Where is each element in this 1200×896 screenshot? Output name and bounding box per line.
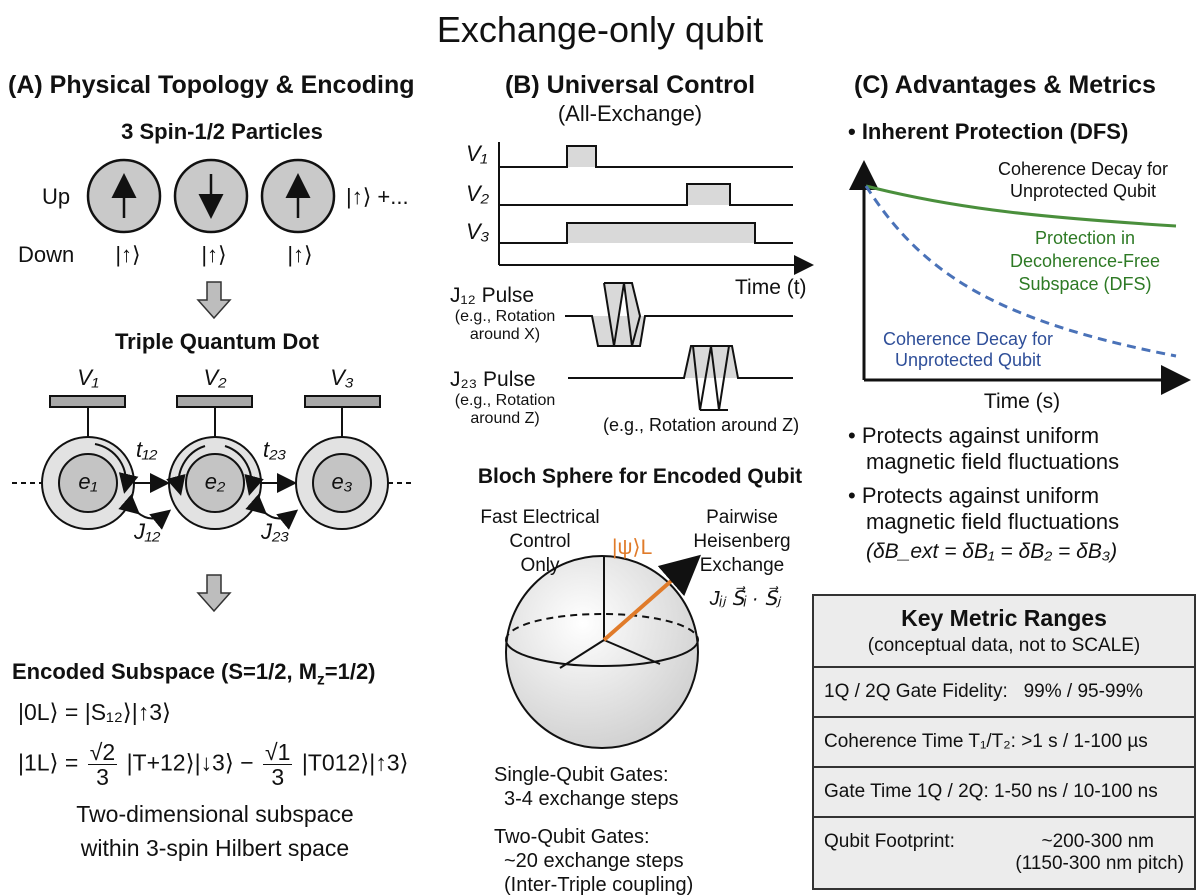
flow-arrow-icon (196, 281, 232, 320)
j23-extra: (e.g., Rotation around Z) (603, 415, 800, 435)
v2-pulse (499, 183, 793, 206)
exchange-label: J₁₂ (134, 519, 161, 544)
two-gates: Two-Qubit Gates: (494, 826, 650, 848)
hamiltonian: Jᵢⱼ S⃗ᵢ · S⃗ⱼ (709, 588, 781, 610)
bullet-text: magnetic field fluctuations (866, 509, 1120, 534)
protected-label: Protection in (1034, 228, 1136, 248)
down-label: Down (18, 242, 75, 267)
j12-desc: around X) (469, 326, 541, 343)
two-gates: ~20 exchange steps (504, 850, 684, 872)
v3-pulse (499, 222, 793, 244)
single-gates: Single-Qubit Gates: (494, 764, 669, 786)
electron-label: e₂ (204, 469, 226, 494)
unprotected-label: Unprotected Qubit (894, 350, 1042, 370)
protection-bullet: • Inherent Protection (DFS) (848, 119, 1129, 144)
chart-x-label: Time (s) (983, 390, 1061, 413)
j23-pulse (568, 345, 793, 379)
caption-line: Two-dimensional subspace (76, 801, 354, 827)
tunneling-label: t₂₃ (263, 437, 287, 462)
table-row: Qubit Footprint:~200-300 nm (1150-300 nm… (812, 816, 1196, 890)
j12-label: J₁₂ Pulse (450, 284, 535, 307)
voltage-label: V₁ (466, 141, 488, 166)
panel-c-heading: (C) Advantages & Metrics (854, 71, 1156, 99)
protected-label: Decoherence-Free (1009, 251, 1161, 271)
state-suffix: |↑⟩ +... (346, 184, 409, 209)
gate-label: V₃ (330, 365, 354, 390)
spin-particles (86, 158, 336, 234)
control-label: Fast Electrical (480, 507, 600, 528)
ket: |↑⟩ (115, 242, 141, 267)
curve-label: Coherence Decay for (997, 159, 1169, 179)
caption-line: within 3-spin Hilbert space (80, 835, 350, 861)
field-equation: (δB_ext = δB₁ = δB₂ = δB₃) (866, 540, 1118, 563)
exchange-label: J₂₃ (261, 519, 290, 544)
dot-title: Triple Quantum Dot (114, 329, 320, 354)
control-label: Only (520, 555, 560, 576)
table-row: Coherence Time T₁/T₂: >1 s / 1-100 µs (812, 716, 1196, 768)
pulse-sequence (498, 142, 814, 411)
bullet-text: magnetic field fluctuations (866, 449, 1120, 474)
tunneling-label: t₁₂ (136, 437, 158, 462)
gate-label: V₂ (203, 365, 227, 390)
triple-quantum-dot (12, 395, 412, 530)
table-header: Key Metric Ranges (conceptual data, not … (812, 594, 1196, 668)
exchange-label: Exchange (699, 555, 785, 576)
zero-logical-state: |0L⟩ = |S₁₂⟩|↑3⟩ (18, 699, 171, 725)
ket: |↑⟩ (287, 242, 313, 267)
flow-arrow-icon (196, 574, 232, 613)
electron-label: e₃ (331, 469, 353, 494)
table-row: Gate Time 1Q / 2Q: 1-50 ns / 10-100 ns (812, 766, 1196, 818)
protected-label: Subspace (DFS) (1018, 274, 1152, 294)
panel-b-subheading: (All-Exchange) (557, 101, 703, 126)
table-title: Key Metric Ranges (901, 605, 1107, 631)
exchange-arrow-icon (245, 493, 299, 530)
curve-label: Unprotected Qubit (1009, 181, 1157, 201)
up-label: Up (42, 184, 71, 209)
page-title: Exchange-only qubit (436, 9, 764, 50)
j12-desc: (e.g., Rotation (454, 308, 556, 325)
j23-desc: (e.g., Rotation (454, 392, 556, 409)
encoded-heading: Encoded Subspace (S=1/2, Mz=1/2) (12, 659, 376, 689)
particles-title: 3 Spin-1/2 Particles (121, 119, 323, 144)
gate-electrode (49, 395, 126, 408)
j23-label: J₂₃ Pulse (450, 368, 536, 391)
panel-a-heading: (A) Physical Topology & Encoding (8, 71, 415, 99)
j23-desc: around Z) (470, 410, 540, 427)
coherence-chart (849, 160, 1191, 395)
gate-label: V₁ (77, 365, 99, 390)
protected-curve (865, 184, 1177, 228)
single-gates: 3-4 exchange steps (504, 788, 679, 810)
panel-b-heading: (B) Universal Control (504, 71, 756, 99)
bullet-text: • Protects against uniform (848, 483, 1100, 508)
time-axis-label: Time (t) (735, 276, 807, 299)
electron-label: e₁ (78, 469, 98, 494)
gate-electrode (176, 395, 253, 408)
control-label: Control (509, 531, 571, 552)
v1-pulse (499, 145, 793, 168)
gate-electrode (304, 395, 381, 408)
table-subtitle: (conceptual data, not to SCALE) (867, 635, 1141, 656)
j12-pulse (565, 315, 793, 347)
ket: |↑⟩ (201, 242, 227, 267)
bloch-sphere (505, 554, 702, 749)
state-label: |ψ⟩L (612, 536, 653, 559)
bullet-text: • Protects against uniform (848, 423, 1100, 448)
voltage-label: V₂ (466, 181, 490, 206)
key-metrics-table: Key Metric Ranges (conceptual data, not … (812, 594, 1196, 890)
exchange-label: Heisenberg (693, 531, 791, 552)
table-row: 1Q / 2Q Gate Fidelity: 99% / 95-99% (812, 666, 1196, 718)
state-vector-arrow (602, 554, 702, 642)
voltage-label: V₃ (466, 219, 490, 244)
bloch-title: Bloch Sphere for Encoded Qubit (477, 465, 803, 488)
exchange-arrow-icon (118, 493, 172, 530)
two-gates: (Inter-Triple coupling) (504, 874, 694, 896)
exchange-label: Pairwise (706, 507, 778, 528)
unprotected-label: Coherence Decay for (882, 329, 1054, 349)
